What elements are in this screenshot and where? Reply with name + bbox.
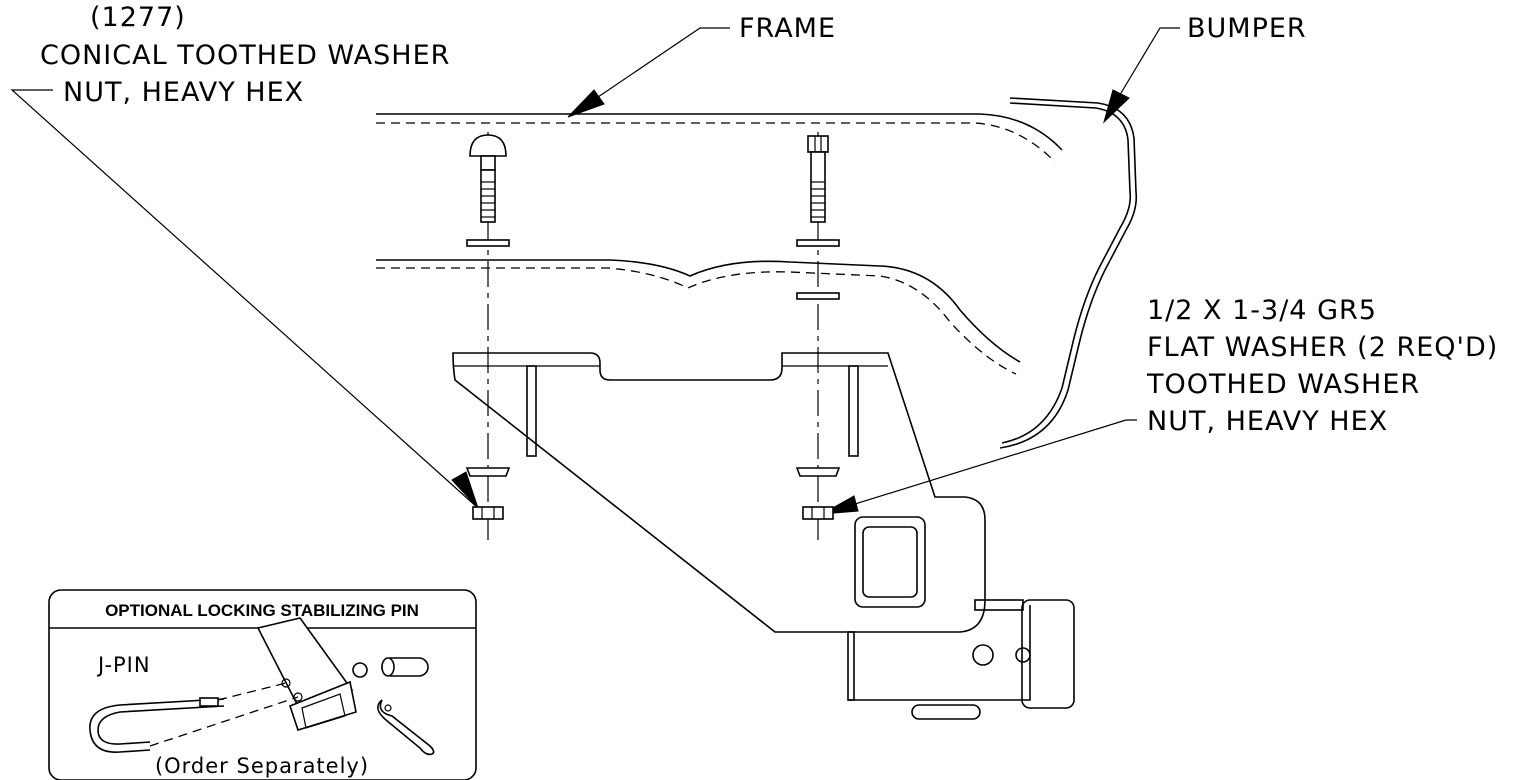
pin-path-dash-1 bbox=[217, 682, 287, 701]
inset-locking-pin-box: OPTIONAL LOCKING STABILIZING PIN J-PIN (… bbox=[48, 589, 477, 780]
inset-receiver bbox=[256, 617, 357, 731]
frame-rail bbox=[376, 113, 1063, 375]
flat-washer-right-top bbox=[796, 239, 840, 247]
part-number-label: (1277) bbox=[90, 2, 186, 33]
toothed-washer-right bbox=[795, 467, 841, 477]
nut-heavy-hex-left-label: NUT, HEAVY HEX bbox=[63, 77, 304, 108]
inset-title: OPTIONAL LOCKING STABILIZING PIN bbox=[105, 601, 419, 620]
hex-bolt-right bbox=[807, 135, 829, 223]
frame-leader-arrow bbox=[567, 89, 605, 118]
toothed-washer-label: TOOTHED WASHER bbox=[1146, 369, 1420, 400]
bumper bbox=[999, 97, 1138, 449]
flat-washer-left bbox=[466, 239, 510, 247]
inset-lock-cylinder bbox=[381, 657, 429, 677]
left-nut-leader-arrow bbox=[451, 471, 479, 509]
jpin-label: J-PIN bbox=[96, 653, 151, 677]
toothed-washer-left bbox=[465, 467, 511, 477]
carriage-bolt-left bbox=[469, 134, 507, 223]
bumper-label: BUMPER bbox=[1187, 13, 1307, 44]
j-pin bbox=[89, 697, 225, 753]
conical-toothed-washer-label: CONICAL TOOTHED WASHER bbox=[40, 40, 450, 71]
flat-washer-label: FLAT WASHER (2 REQ'D) bbox=[1147, 332, 1498, 363]
left-nut-leader-line bbox=[10, 89, 479, 509]
inset-nut bbox=[352, 662, 368, 678]
inset-footer: (Order Separately) bbox=[155, 754, 369, 778]
hex-nut-right bbox=[802, 506, 834, 520]
hitch-bracket bbox=[452, 352, 986, 633]
receiver-tube bbox=[847, 516, 1075, 720]
inset-key bbox=[377, 699, 435, 756]
flat-washer-right-spacer bbox=[796, 292, 840, 300]
bolt-spec-label: 1/2 X 1-3/4 GR5 bbox=[1147, 295, 1377, 326]
bumper-leader-line bbox=[1105, 27, 1180, 119]
pin-path-dash-2 bbox=[149, 696, 299, 747]
frame-label: FRAME bbox=[739, 13, 836, 44]
right-nut-leader-line bbox=[825, 419, 1137, 514]
nut-heavy-hex-right-label: NUT, HEAVY HEX bbox=[1147, 406, 1388, 437]
hex-nut-left bbox=[472, 506, 504, 520]
frame-leader-line bbox=[569, 27, 730, 117]
